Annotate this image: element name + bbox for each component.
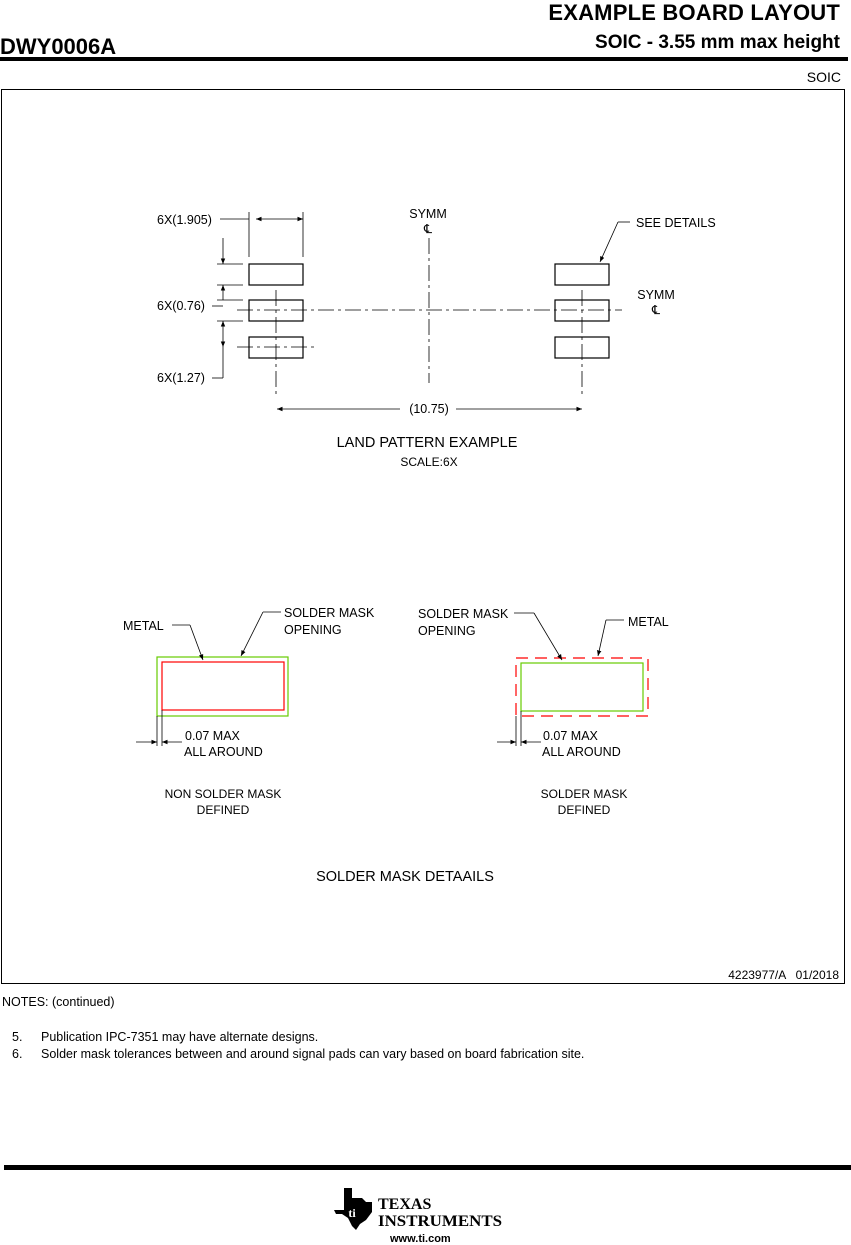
centerline-symbol-vertical: ℄ bbox=[423, 222, 433, 236]
solder-mask-caption: SOLDER MASK DETAAILS bbox=[316, 869, 494, 885]
dim-pad-width-label: 6X(0.76) bbox=[157, 299, 205, 313]
land-pattern-caption: LAND PATTERN EXAMPLE bbox=[337, 435, 518, 451]
nsmd-clearance-label: 0.07 MAX bbox=[185, 729, 241, 743]
nsmd-caption: DEFINED bbox=[197, 803, 250, 817]
brand-line-2: INSTRUMENTS bbox=[378, 1213, 502, 1230]
smd-metal-label: METAL bbox=[628, 615, 669, 629]
nsmd-opening-label: SOLDER MASK bbox=[284, 606, 375, 620]
smd-metal-pad bbox=[515, 657, 649, 717]
page-subtitle: SOIC - 3.55 mm max height bbox=[595, 32, 840, 53]
package-label: SOIC bbox=[806, 69, 841, 85]
dim-pad-length-label: 6X(1.905) bbox=[157, 213, 212, 227]
land-pattern-scale: SCALE:6X bbox=[400, 455, 457, 469]
drawing-id: 4223977/A 01/2018 bbox=[728, 968, 839, 982]
note-number: 6. bbox=[12, 1047, 23, 1061]
dim-pad-width bbox=[212, 238, 243, 379]
page-title: EXAMPLE BOARD LAYOUT bbox=[548, 0, 840, 25]
see-details-label: SEE DETAILS bbox=[636, 216, 716, 230]
smd-opening-label: OPENING bbox=[418, 624, 476, 638]
pad bbox=[554, 263, 610, 286]
brand-line-1: TEXAS bbox=[378, 1196, 431, 1213]
footer-url[interactable]: www.ti.com bbox=[390, 1233, 451, 1245]
svg-text:ti: ti bbox=[348, 1206, 356, 1220]
nsmd-clearance-label: ALL AROUND bbox=[184, 745, 263, 759]
part-number: DWY0006A bbox=[0, 34, 117, 59]
note-text: Publication IPC-7351 may have alternate … bbox=[41, 1030, 319, 1044]
nsmd-caption: NON SOLDER MASK bbox=[165, 787, 282, 801]
board-layout-drawing: 6X(1.905) 6X(0.76) 6X(1.27) (10.75) SYMM… bbox=[123, 207, 839, 982]
centerline-symbol-horizontal: ℄ bbox=[651, 303, 661, 317]
symm-label-vertical: SYMM bbox=[409, 207, 447, 221]
drawing-frame bbox=[1, 89, 845, 984]
note-text: Solder mask tolerances between and aroun… bbox=[41, 1047, 585, 1061]
texas-state-icon bbox=[334, 1188, 372, 1230]
see-details-leader bbox=[599, 221, 630, 263]
smd-detail: SOLDER MASK OPENING METAL 0.07 MAX ALL A… bbox=[418, 607, 669, 817]
smd-caption: SOLDER MASK bbox=[541, 787, 628, 801]
dim-span-label: (10.75) bbox=[409, 402, 449, 416]
smd-mask-opening bbox=[520, 662, 644, 712]
notes-heading: NOTES: (continued) bbox=[2, 995, 115, 1009]
smd-clearance-label: ALL AROUND bbox=[542, 745, 621, 759]
texas-instruments-logo: ti TEXAS INSTRUMENTS bbox=[334, 1188, 502, 1230]
smd-opening-label: SOLDER MASK bbox=[418, 607, 509, 621]
footer-rule bbox=[4, 1165, 851, 1170]
nsmd-opening-label: OPENING bbox=[284, 623, 342, 637]
header-rule bbox=[0, 57, 848, 61]
pad bbox=[248, 263, 304, 286]
dim-pad-length bbox=[220, 212, 304, 257]
nsmd-metal-label: METAL bbox=[123, 619, 164, 633]
nsmd-mask-opening bbox=[156, 656, 289, 717]
smd-clearance-label: 0.07 MAX bbox=[543, 729, 599, 743]
nsmd-metal-pad bbox=[161, 661, 285, 711]
symm-label-horizontal: SYMM bbox=[637, 288, 675, 302]
nsmd-detail: METAL SOLDER MASK OPENING 0.07 MAX ALL A… bbox=[123, 606, 375, 817]
smd-caption: DEFINED bbox=[558, 803, 611, 817]
dim-pitch-label: 6X(1.27) bbox=[157, 371, 205, 385]
note-number: 5. bbox=[12, 1030, 23, 1044]
centerlines bbox=[237, 238, 622, 398]
